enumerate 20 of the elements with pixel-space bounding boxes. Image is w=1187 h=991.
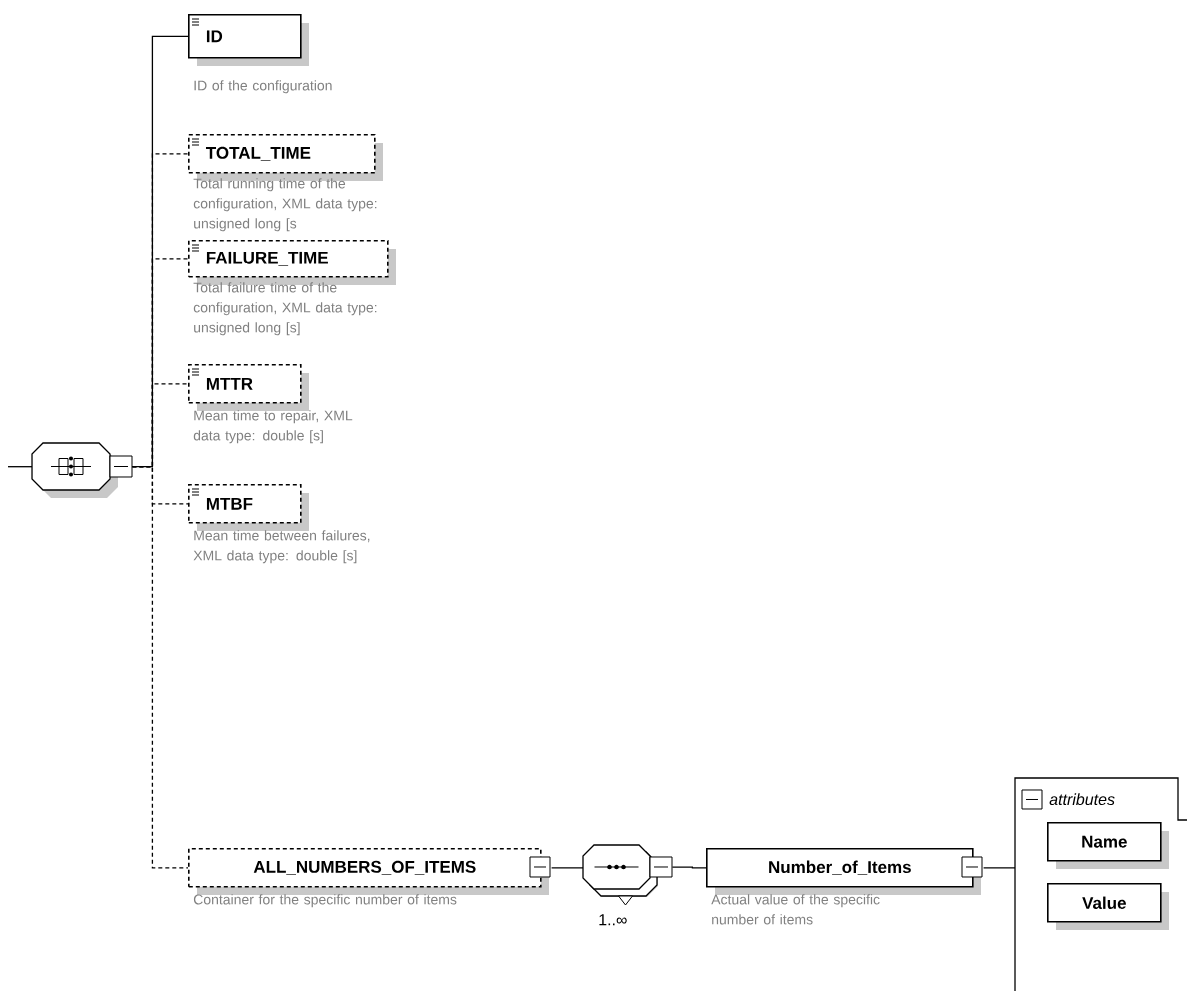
element-box: MTBF bbox=[188, 484, 309, 531]
description-text: Container for the specific number of items bbox=[193, 894, 457, 908]
element-box: Number_of_Items bbox=[706, 848, 981, 895]
element-box: MTTR bbox=[188, 364, 309, 411]
description-text: Total failure time of the configuration, XML data type: unsigned long [s] bbox=[193, 282, 377, 336]
multiplicity-label: 1..∞ bbox=[599, 914, 627, 926]
description-text: Actual value of the specific number of items bbox=[711, 894, 880, 925]
connector bbox=[982, 867, 1016, 869]
connector bbox=[671, 866, 707, 869]
element-box: ID bbox=[188, 14, 309, 66]
connector bbox=[550, 867, 584, 869]
description-text: Total running time of the configuration, XML data type: unsigned long [s bbox=[193, 178, 377, 232]
connector bbox=[131, 466, 189, 869]
description-text: ID of the configuration bbox=[194, 80, 332, 94]
element-box: Value bbox=[1047, 883, 1169, 930]
element-box: Name bbox=[1047, 822, 1169, 869]
connector bbox=[7, 466, 33, 468]
element-box: ALL_NUMBERS_OF_ITEMS bbox=[188, 848, 549, 895]
description-text: Mean time between failures, XML data type: double [s] bbox=[193, 530, 370, 564]
description-text: Mean time to repair, XML data type: double [s] bbox=[193, 410, 353, 444]
